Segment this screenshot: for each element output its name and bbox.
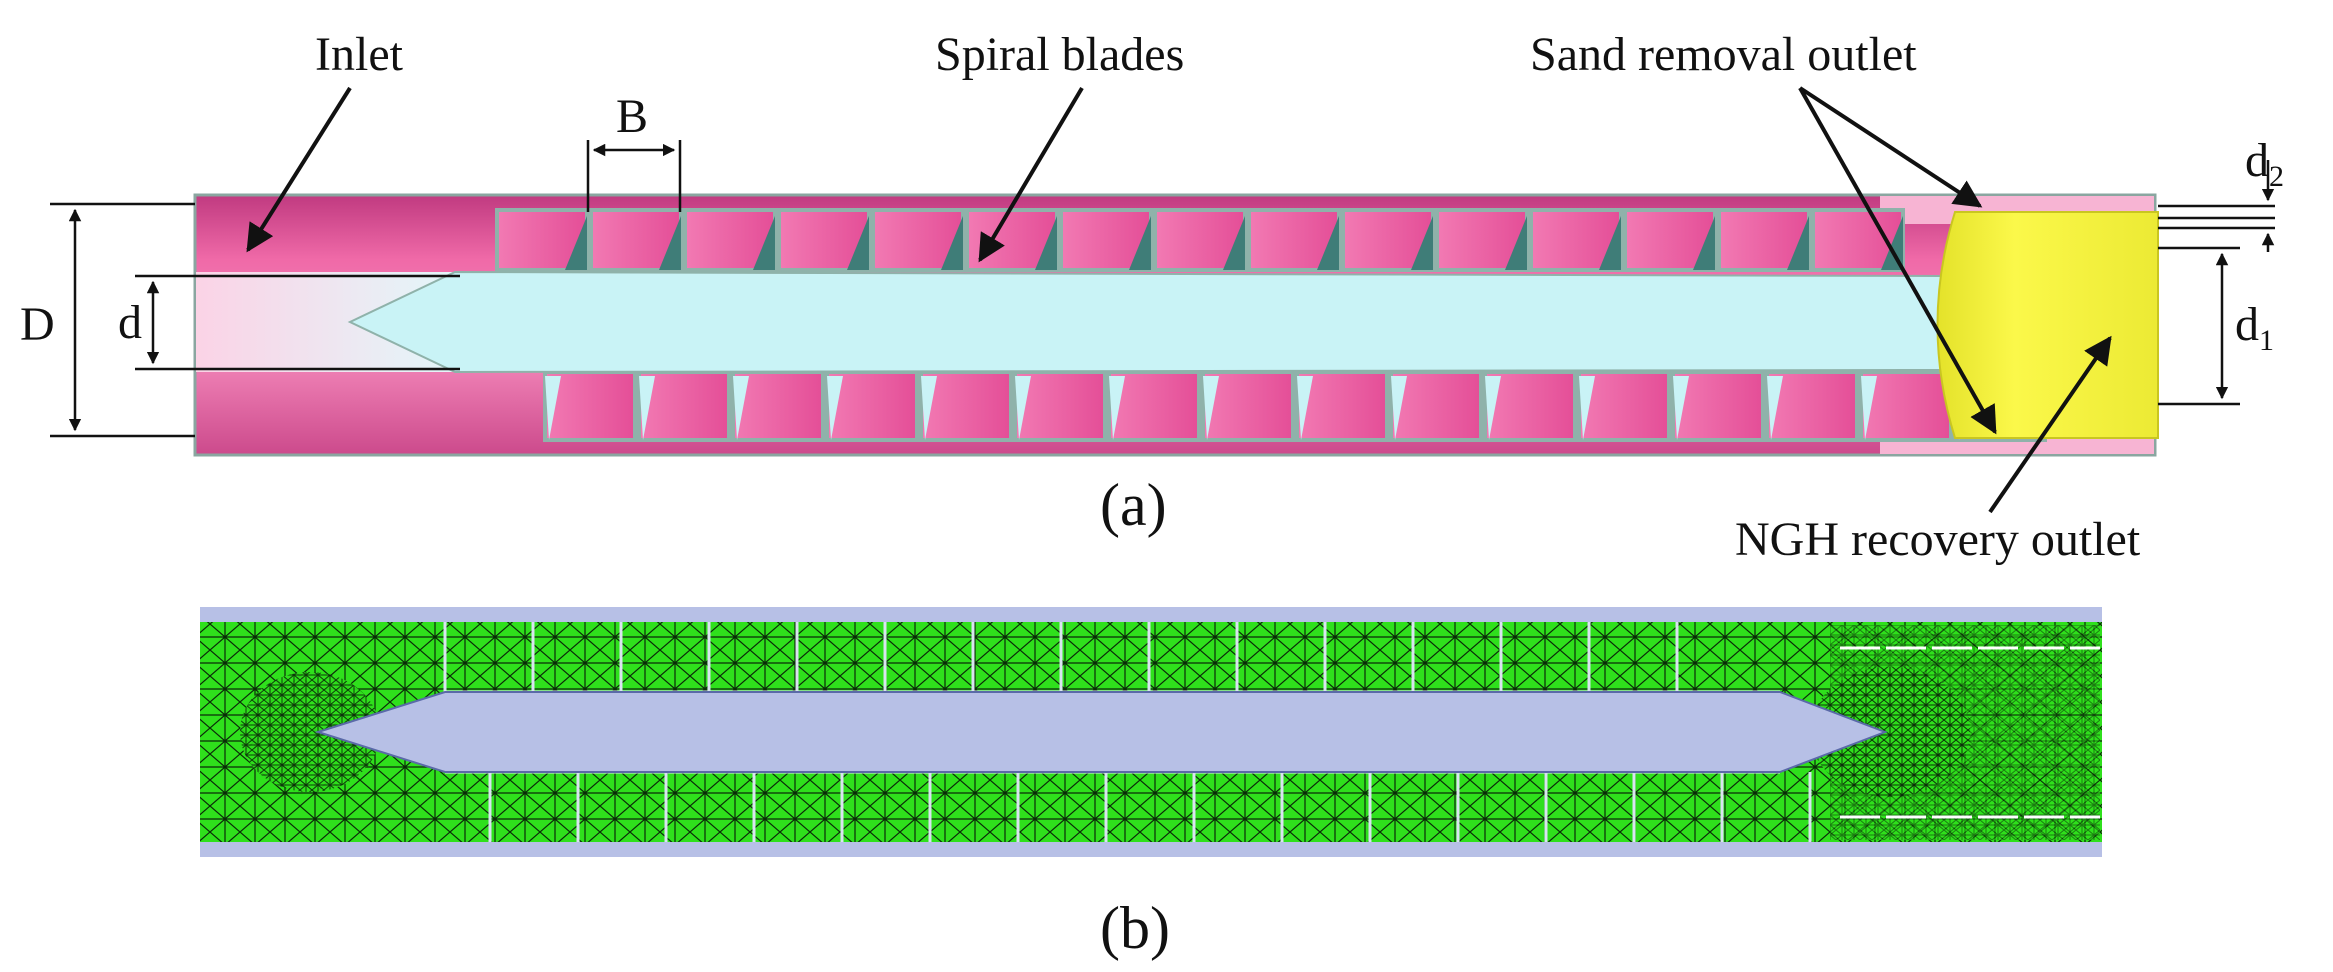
spiral-blade-face: [1035, 216, 1057, 270]
spiral-blade-cell: [1201, 370, 1295, 442]
central-core: [347, 270, 1992, 374]
dimension-d2: d2: [2158, 134, 2284, 252]
spiral-blade-cell: [825, 370, 919, 442]
spiral-blade-face: [1505, 216, 1527, 270]
panel-a-caption: (a): [1100, 472, 1167, 538]
spiral-blade-cell: [1671, 370, 1765, 442]
spiral-blade-face: [639, 376, 655, 440]
spiral-blade-face: [1485, 376, 1501, 440]
spiral-blade-face: [1579, 376, 1595, 440]
lower-spiral-blades: [543, 370, 2047, 442]
spiral-blade-face: [921, 376, 937, 440]
ngh-recovery-outlet-pipe: [1936, 211, 2159, 439]
spiral-blade-face: [733, 376, 749, 440]
dimension-d: d: [118, 274, 460, 371]
spiral-blade-cell: [1341, 208, 1435, 272]
spiral-blade-cell: [1389, 370, 1483, 442]
dimension-d1: d1: [2158, 246, 2274, 406]
spiral-blade-face: [1015, 376, 1031, 440]
spiral-blade-face: [827, 376, 843, 440]
mesh-refinement-left: [240, 672, 380, 792]
inlet-label: Inlet: [315, 28, 404, 81]
spiral-blade-face: [1317, 216, 1339, 270]
sand-removal-arrow-bottom: [1798, 87, 1997, 435]
spiral-blade-cell: [543, 370, 637, 442]
dimension-d-label: d: [118, 296, 142, 349]
spiral-blade-face: [1599, 216, 1621, 270]
spiral-blade-face: [545, 376, 561, 440]
spiral-blade-face: [1861, 376, 1877, 440]
dimension-D-label: D: [20, 298, 55, 351]
spiral-blade-face: [1767, 376, 1783, 440]
dimension-D: D: [20, 202, 195, 438]
spiral-blade-cell: [1717, 208, 1811, 272]
spiral-blade-face: [1223, 216, 1245, 270]
spiral-blade-face: [847, 216, 869, 270]
spiral-blade-face: [1109, 376, 1125, 440]
dimension-B-label: B: [616, 90, 648, 143]
spiral-blade-face: [565, 216, 587, 270]
spiral-blade-face: [753, 216, 775, 270]
spiral-blade-face: [659, 216, 681, 270]
ngh-recovery-arrow: [1988, 335, 2112, 514]
spiral-blade-face: [1673, 376, 1689, 440]
spiral-blade-face: [1411, 216, 1433, 270]
spiral-blade-face: [1787, 216, 1809, 270]
spiral-blade-face: [1203, 376, 1219, 440]
spiral-blade-face: [1297, 376, 1313, 440]
spiral-blade-face: [1693, 216, 1715, 270]
mesh-central-core: [314, 691, 1888, 773]
spiral-blade-face: [1129, 216, 1151, 270]
spiral-blade-cell: [1295, 370, 1389, 442]
panel-b-caption: (b): [1100, 895, 1170, 961]
spiral-blade-cell: [1765, 370, 1859, 442]
spiral-blades-arrow: [978, 86, 1084, 263]
inlet-arrow: [246, 86, 352, 253]
ngh-recovery-outlet-label: NGH recovery outlet: [1735, 513, 2141, 566]
dimension-d2-label: d2: [2245, 134, 2284, 193]
spiral-blades-label: Spiral blades: [935, 28, 1184, 81]
panel-b: (b): [200, 607, 2102, 961]
spiral-blade-face: [1391, 376, 1407, 440]
spiral-blade-cell: [1483, 370, 1577, 442]
sand-removal-outlet-label: Sand removal outlet: [1530, 28, 1917, 81]
sand-removal-arrow-top: [1798, 86, 1983, 208]
spiral-blade-cell: [1577, 370, 1671, 442]
spiral-blade-face: [941, 216, 963, 270]
upper-spiral-blades: [495, 208, 1905, 272]
spiral-blade-cell: [1859, 370, 1953, 442]
inlet-opening: [196, 272, 455, 372]
dimension-B: B: [586, 90, 682, 212]
panel-a: D d B d1 d2: [20, 28, 2284, 566]
dimension-d1-label: d1: [2235, 298, 2274, 357]
